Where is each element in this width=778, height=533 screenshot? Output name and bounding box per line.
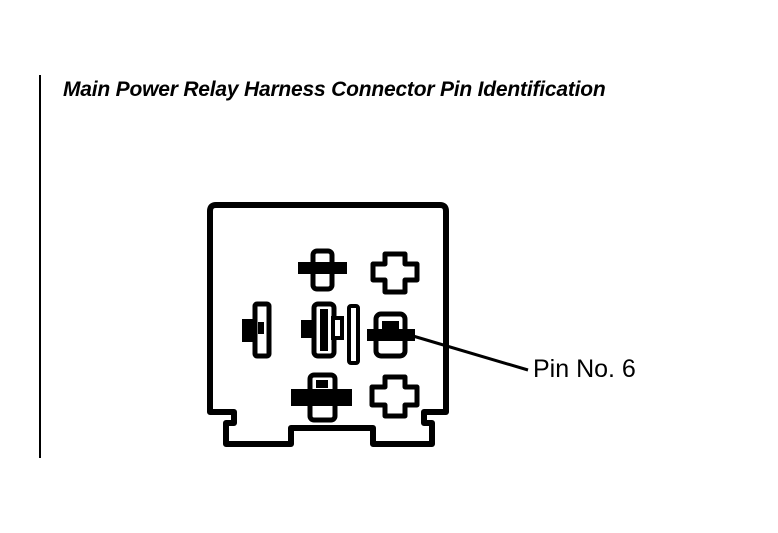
- pin-top-right: [370, 251, 420, 295]
- diagram-title: Main Power Relay Harness Connector Pin I…: [63, 78, 606, 101]
- left-margin-rule: [39, 75, 41, 458]
- pin-top-left: [298, 248, 347, 292]
- pin-6: [367, 311, 415, 359]
- center-divider-bar: [347, 304, 360, 365]
- pin-middle-left: [242, 301, 272, 359]
- pin-center: [301, 301, 344, 359]
- pin-bottom-right: [369, 374, 420, 419]
- pin-bottom-left: [291, 372, 352, 423]
- pin-6-leader-line: [412, 334, 529, 372]
- connector-housing: [207, 202, 449, 447]
- pin-6-callout-label: Pin No. 6: [533, 355, 636, 383]
